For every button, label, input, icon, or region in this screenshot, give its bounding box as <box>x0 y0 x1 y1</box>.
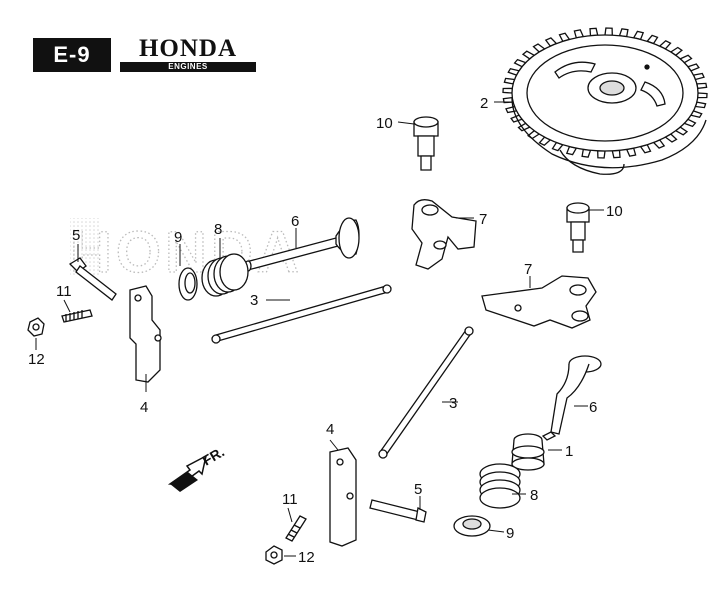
gear-tooth <box>697 92 708 99</box>
gear-tooth <box>604 27 613 36</box>
brand-wordmark: HONDA <box>138 35 238 62</box>
brand-subtitle: ENGINES <box>168 62 208 71</box>
valve-stem-seal <box>511 433 545 471</box>
leader-11b <box>287 507 293 523</box>
arrow-head-icon <box>170 472 198 492</box>
gear-shaft <box>559 149 625 175</box>
callout-labels: 1 2 3 3 4 4 5 5 6 6 7 7 8 8 9 9 10 10 11… <box>28 95 623 566</box>
push-rod-upper <box>211 284 392 344</box>
push-rod-lower <box>378 326 474 459</box>
camshaft-gear <box>502 27 708 175</box>
rocker-support-lower <box>329 447 357 547</box>
leader-lines <box>35 101 604 557</box>
callout-8a: 8 <box>214 221 222 238</box>
leader-10a <box>397 121 415 125</box>
callout-11b: 11 <box>282 491 298 508</box>
spring-retainer-upper <box>178 267 198 301</box>
section-code: E-9 <box>53 42 91 67</box>
callout-6a: 6 <box>291 213 299 230</box>
section-code-badge: E-9 <box>33 38 111 72</box>
callout-12b: 12 <box>298 549 315 566</box>
gear-inner-ring <box>526 44 684 142</box>
gear-cam-lobe <box>554 61 596 79</box>
bolt-upper <box>68 257 117 301</box>
callout-5b: 5 <box>414 481 422 498</box>
gear-bore <box>599 80 625 96</box>
gear-tooth <box>696 82 708 90</box>
valve-lower <box>541 355 602 441</box>
callout-2: 2 <box>480 95 488 112</box>
rocker-arm-upper <box>411 199 477 270</box>
leader-9b <box>487 529 505 533</box>
callout-4b: 4 <box>326 421 334 438</box>
stud-lower <box>285 515 307 542</box>
gear-tooth <box>597 150 606 159</box>
rocker-arm-lower <box>481 275 597 329</box>
callout-5a: 5 <box>72 227 80 244</box>
nut-lower <box>265 545 283 565</box>
valve-spring-lower <box>479 463 521 509</box>
gear-cam-lobe-2 <box>640 81 666 107</box>
callout-6b: 6 <box>589 399 597 416</box>
callout-10a: 10 <box>376 115 393 132</box>
gear-mark <box>644 64 650 70</box>
gear-teeth <box>502 27 708 169</box>
brand-bar <box>120 62 256 72</box>
callout-7b: 7 <box>524 261 532 278</box>
spring-retainer-lower <box>453 515 491 537</box>
valve-spring-upper <box>201 253 249 297</box>
brand-logo: HONDA ENGINES <box>118 36 258 74</box>
bolt-lower <box>369 499 427 523</box>
callout-8b: 8 <box>530 487 538 504</box>
rocker-arm-pin-upper <box>413 116 439 171</box>
callout-3a: 3 <box>250 292 258 309</box>
callout-10b: 10 <box>606 203 623 220</box>
nut-upper <box>27 317 45 337</box>
callout-11a: 11 <box>56 283 72 300</box>
callout-9b: 9 <box>506 525 514 542</box>
callout-1: 1 <box>565 443 573 460</box>
leader-4b <box>329 439 339 451</box>
gear-rim <box>511 97 707 169</box>
leader-11a <box>63 299 71 313</box>
gear-tooth <box>502 87 513 94</box>
stud-upper <box>61 309 93 323</box>
callout-4a: 4 <box>140 399 148 416</box>
rocker-arm-pin-lower <box>566 202 590 253</box>
callout-9a: 9 <box>174 229 182 246</box>
callout-7a: 7 <box>479 211 487 228</box>
callout-3b: 3 <box>449 395 457 412</box>
callout-12a: 12 <box>28 351 45 368</box>
front-direction-arrow: FR. <box>167 443 227 492</box>
rocker-support-upper <box>129 285 162 383</box>
